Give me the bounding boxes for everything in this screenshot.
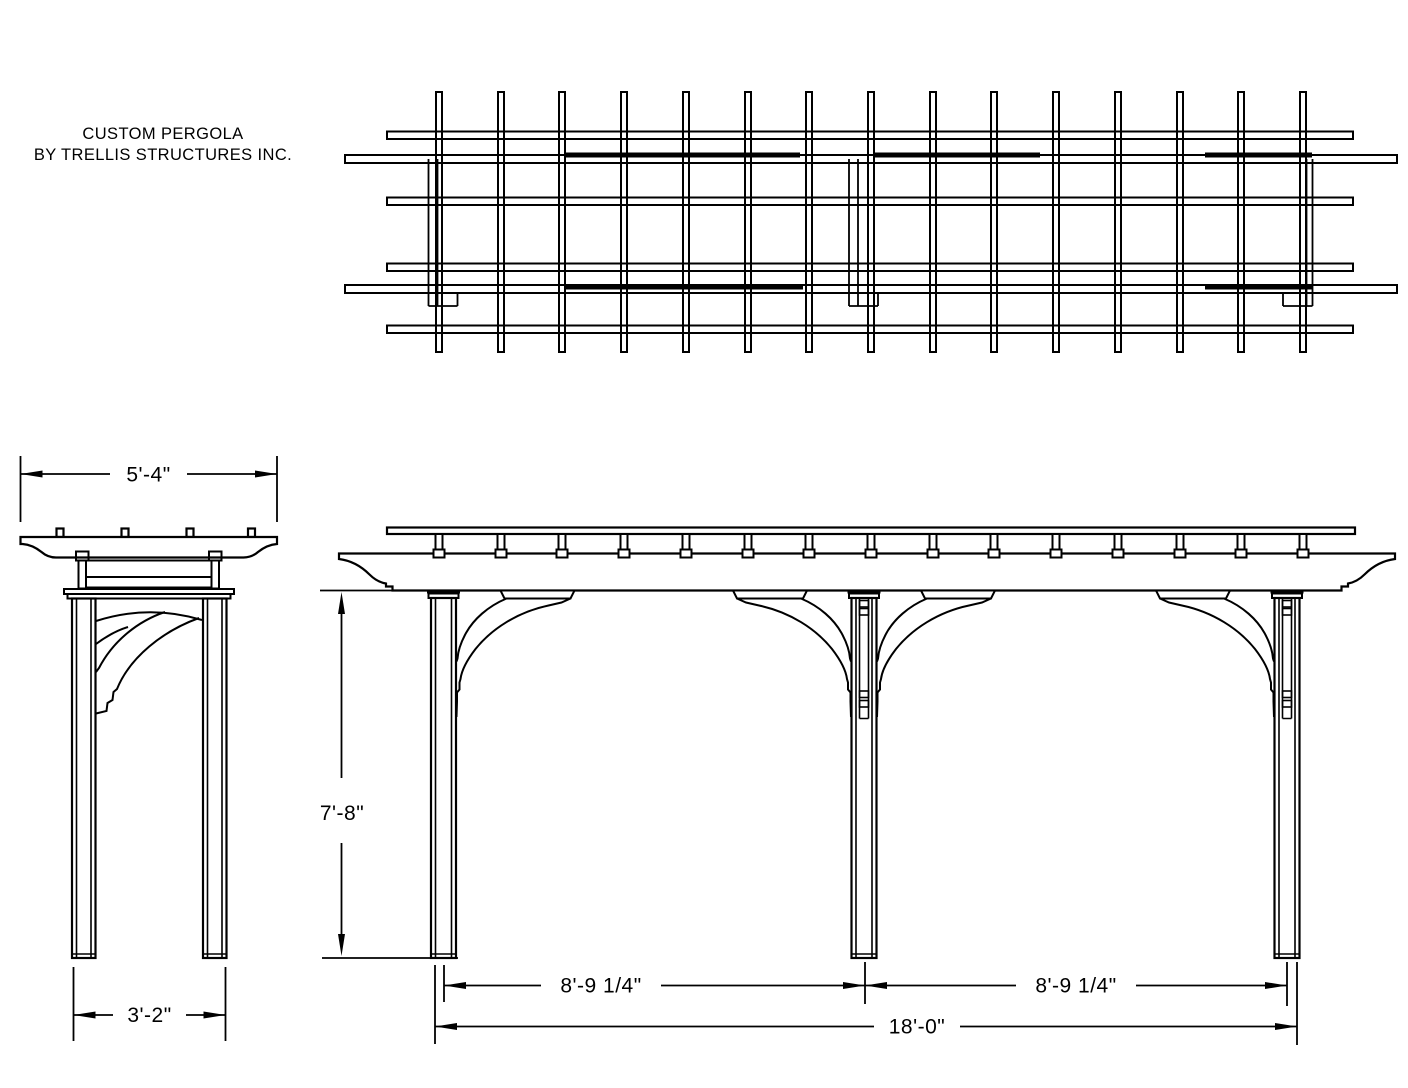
arrowhead-down xyxy=(338,934,345,956)
plan-post-hidden-lines xyxy=(427,159,1314,307)
dimension-post-spacing: 3'-2" xyxy=(72,967,227,1041)
plan-beams xyxy=(344,154,1398,294)
front-brace-right-post xyxy=(1154,589,1275,718)
title-block: CUSTOM PERGOLA BY TRELLIS STRUCTURES INC… xyxy=(34,125,292,164)
arrowhead-right xyxy=(1275,1023,1297,1030)
title-line-1: CUSTOM PERGOLA xyxy=(82,125,243,143)
end-beam-stubs xyxy=(75,550,223,590)
dim-label-post-height: 7'-8" xyxy=(320,802,364,825)
arrowhead-left xyxy=(444,982,466,989)
dim-label-rafter-length: 5'-4" xyxy=(126,464,170,487)
dimension-right-bay: 8'-9 1/4" xyxy=(865,962,1288,1006)
dim-label-overall-length: 18'-0" xyxy=(889,1016,946,1039)
dimension-rafter-length: 5'-4" xyxy=(19,456,278,522)
arrowhead-left xyxy=(435,1023,457,1030)
arrowhead-left xyxy=(865,982,887,989)
dim-label-post-spacing: 3'-2" xyxy=(127,1004,171,1027)
title-line-2: BY TRELLIS STRUCTURES INC. xyxy=(34,146,292,164)
arrowhead-right xyxy=(1265,982,1287,989)
end-purlin-squares xyxy=(55,527,257,539)
plan-rafters xyxy=(435,91,1307,353)
arrowhead-up xyxy=(338,592,345,614)
plan-beam-splices xyxy=(565,152,1312,290)
front-post-caps xyxy=(427,589,1304,599)
dim-label-right-bay: 8'-9 1/4" xyxy=(1035,975,1116,998)
arrowhead-right xyxy=(843,982,865,989)
front-posts xyxy=(429,596,1301,960)
front-brace-middle-post xyxy=(731,589,997,718)
front-edge-brace-strips xyxy=(858,598,1293,720)
dimension-left-bay: 8'-9 1/4" xyxy=(443,962,866,1004)
front-beam xyxy=(337,552,1397,592)
end-posts xyxy=(70,597,228,960)
plan-view xyxy=(344,91,1398,353)
front-brace-left-post xyxy=(455,589,577,718)
plan-purlins xyxy=(386,130,1354,334)
dim-label-left-bay: 8'-9 1/4" xyxy=(560,975,641,998)
end-post-cap xyxy=(63,588,235,600)
arrowhead-left xyxy=(20,470,43,478)
arrowhead-right xyxy=(203,1011,226,1019)
end-knee-braces xyxy=(95,611,203,715)
arrowhead-left xyxy=(73,1011,96,1019)
end-rafter-profile xyxy=(19,535,279,559)
arrowhead-right xyxy=(255,470,277,478)
dimension-post-height: 7'-8" xyxy=(320,589,392,956)
front-rafter-tails xyxy=(432,533,1310,559)
front-elevation-view xyxy=(322,526,1397,960)
end-elevation-view xyxy=(19,527,279,960)
dimension-overall-length: 18'-0" xyxy=(434,962,1298,1045)
